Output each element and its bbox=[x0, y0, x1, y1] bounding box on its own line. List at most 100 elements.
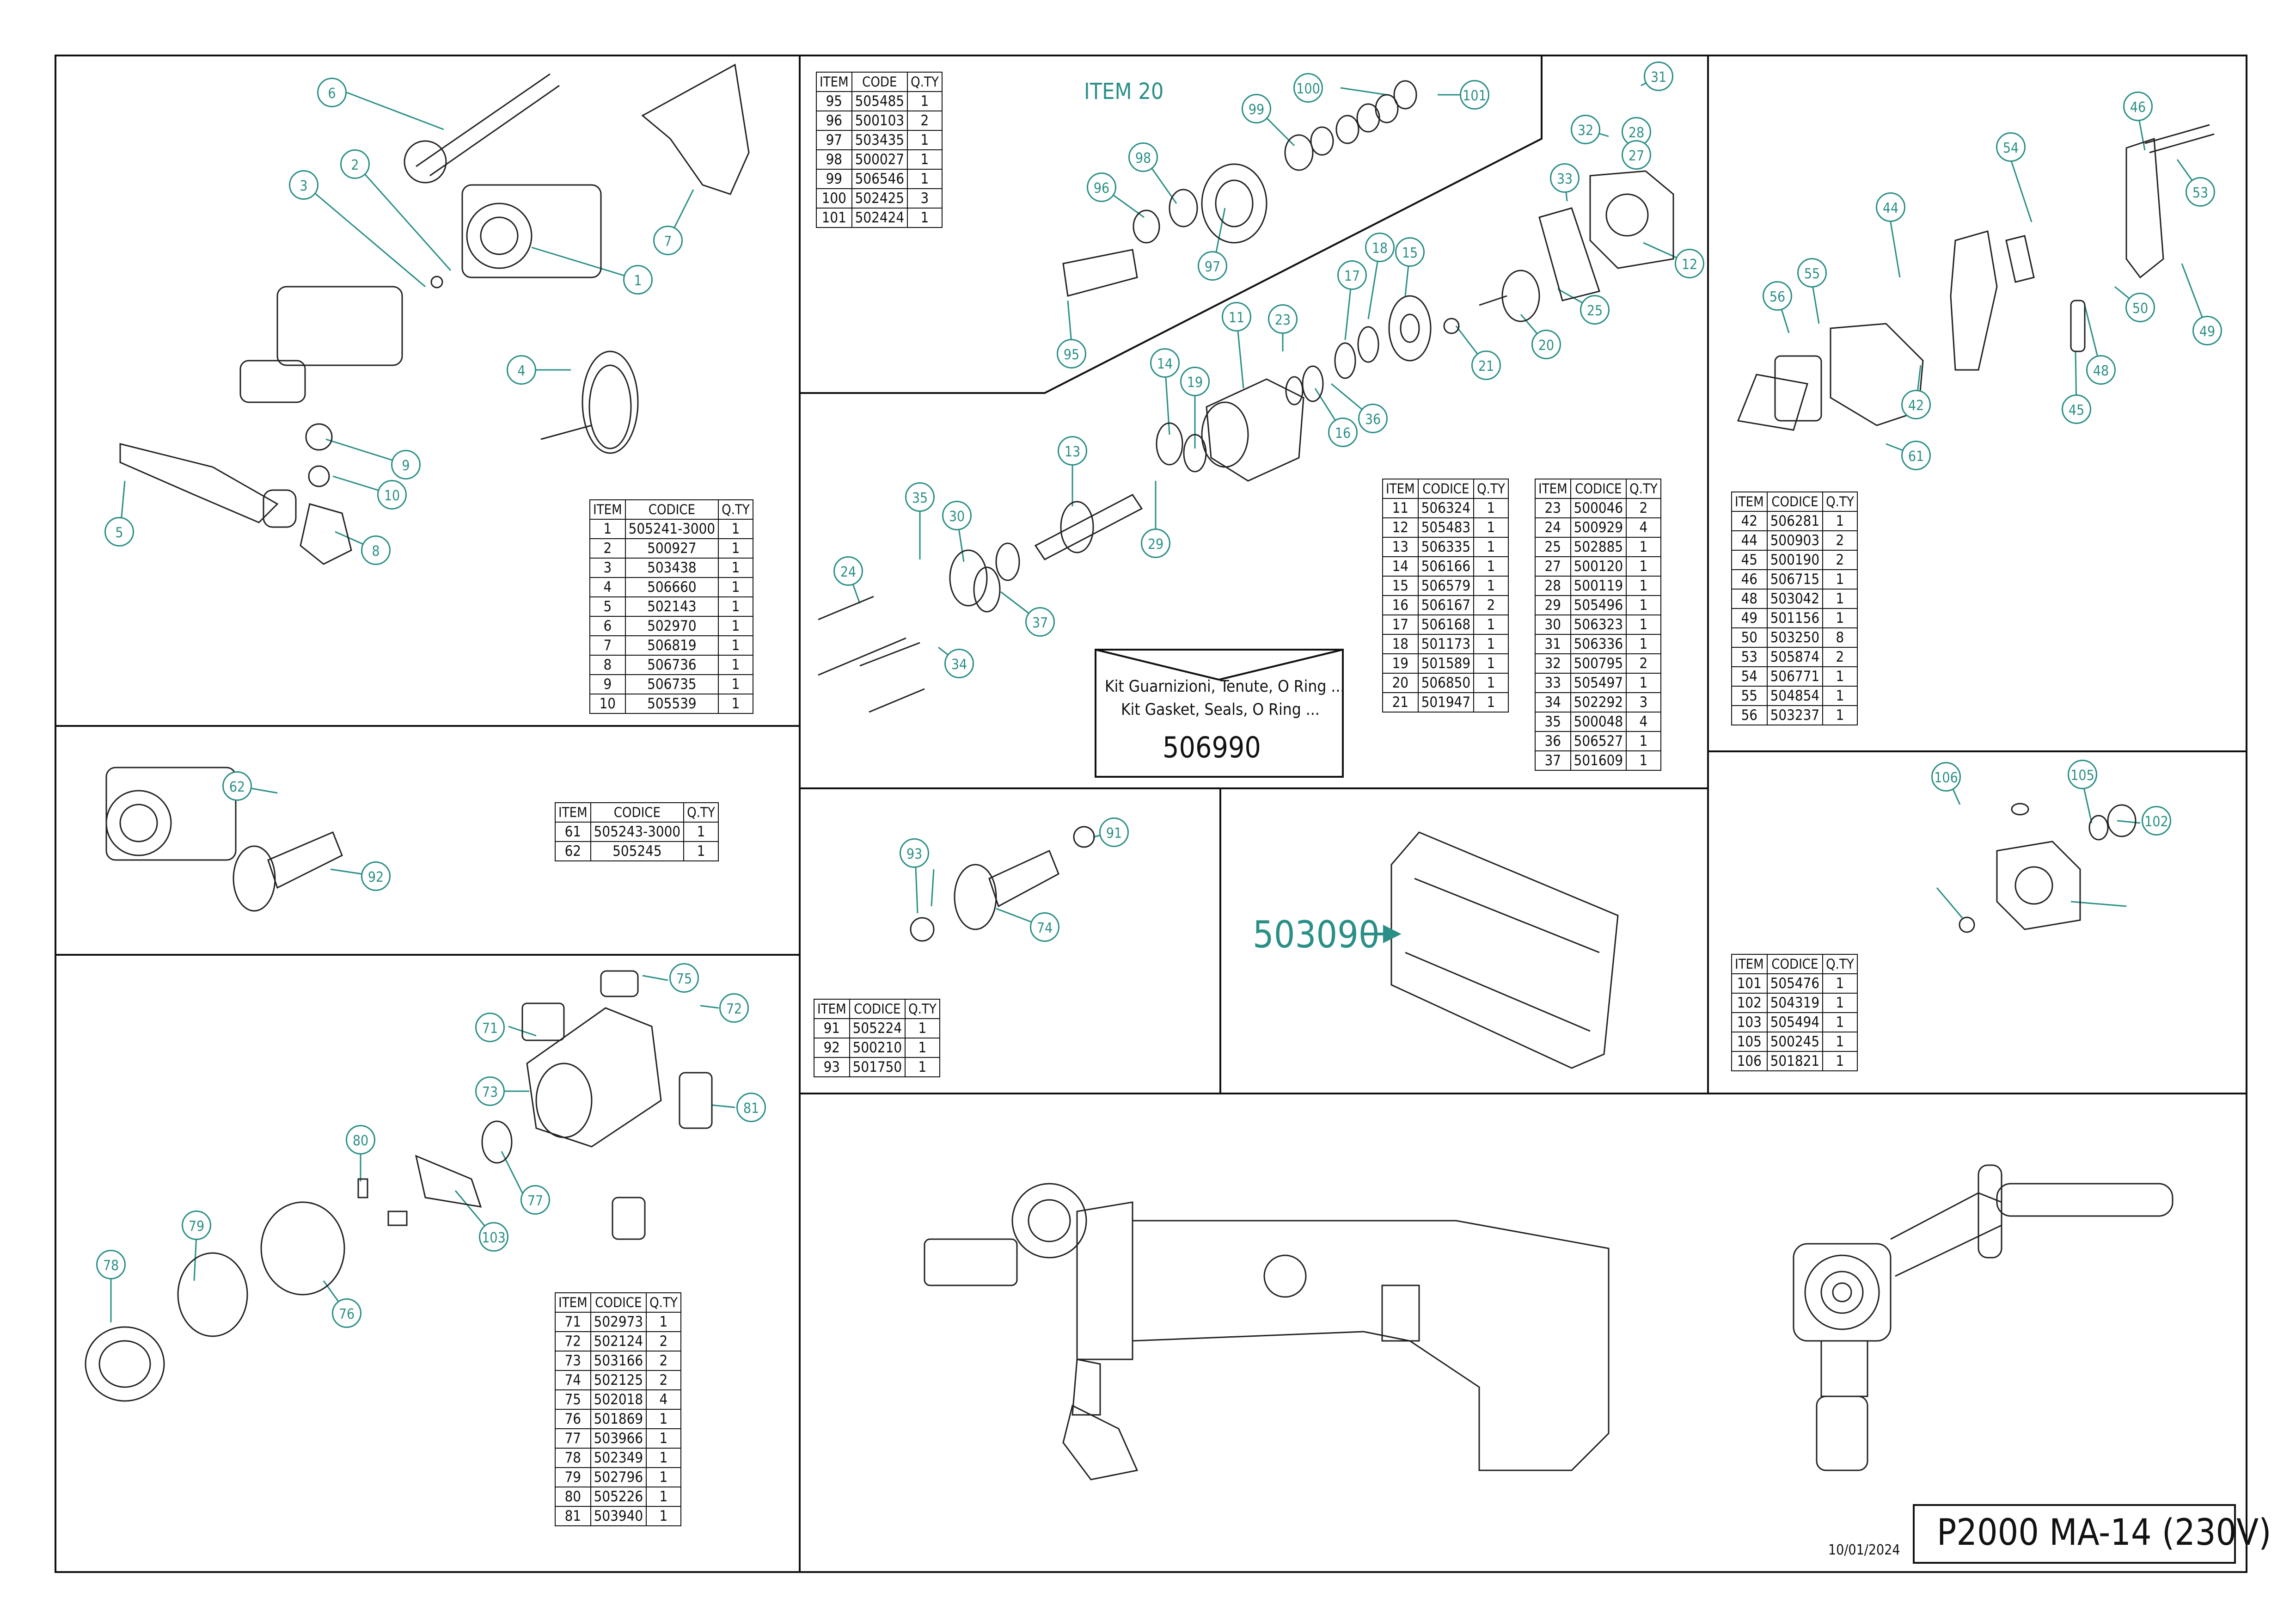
table-cell: 99 bbox=[816, 169, 852, 189]
table-cell: 503042 bbox=[1766, 589, 1824, 609]
callout-item-44: 44 bbox=[1876, 192, 1905, 222]
table-cell: 502349 bbox=[590, 1448, 647, 1468]
table-cell: 1 bbox=[905, 1057, 940, 1077]
table-cell: 500245 bbox=[1766, 1032, 1824, 1052]
callout-item-28: 28 bbox=[1622, 117, 1651, 147]
table-cell: 4 bbox=[1626, 712, 1661, 732]
callout-item-29: 29 bbox=[1141, 528, 1170, 558]
table-cell: 1 bbox=[1822, 1012, 1858, 1032]
table-cell: 1 bbox=[1822, 666, 1858, 687]
table-cell: 502018 bbox=[590, 1389, 647, 1410]
column-header: CODICE bbox=[1417, 479, 1475, 499]
callout-item-17: 17 bbox=[1337, 260, 1367, 290]
table-cell: 95 bbox=[816, 91, 852, 111]
table-cell: 21 bbox=[1382, 692, 1419, 713]
table-cell: 503438 bbox=[625, 558, 719, 578]
table-cell: 1 bbox=[646, 1448, 681, 1468]
table-cell: 101 bbox=[1731, 973, 1768, 994]
table-cell: 36 bbox=[1535, 731, 1571, 751]
callout-item-14: 14 bbox=[1150, 348, 1180, 378]
table-cell: 503966 bbox=[590, 1428, 647, 1449]
column-header: Q.TY bbox=[646, 1292, 681, 1313]
table-cell: 500027 bbox=[851, 149, 908, 170]
table-cell: 503435 bbox=[851, 130, 908, 150]
table-cell: 4 bbox=[646, 1389, 681, 1410]
table-cell: 1 bbox=[646, 1428, 681, 1449]
callout-item-2: 2 bbox=[340, 149, 370, 179]
table-cell: 2 bbox=[1626, 653, 1661, 674]
callout-item-3: 3 bbox=[289, 170, 318, 200]
table-cell: 27 bbox=[1535, 556, 1571, 577]
table-cell: 50 bbox=[1731, 627, 1768, 648]
table-cell: 1 bbox=[907, 149, 943, 170]
callout-item-95: 95 bbox=[1057, 339, 1086, 369]
item20-frame bbox=[800, 55, 1543, 394]
callout-item-79: 79 bbox=[182, 1210, 211, 1240]
table-cell: 61 bbox=[555, 822, 591, 842]
table-cell: 505224 bbox=[849, 1018, 906, 1038]
column-header: Q.TY bbox=[683, 802, 719, 823]
callout-item-4: 4 bbox=[507, 355, 536, 385]
table-cell: 53 bbox=[1731, 647, 1768, 667]
column-header: ITEM bbox=[816, 72, 852, 92]
callout-item-10: 10 bbox=[377, 480, 407, 510]
table-cell: 2 bbox=[1822, 550, 1858, 570]
table-cell: 505874 bbox=[1766, 647, 1824, 667]
callout-item-23: 23 bbox=[1268, 304, 1298, 334]
table-cell: 506324 bbox=[1417, 498, 1475, 518]
table-cell: 1 bbox=[905, 1018, 940, 1038]
callout-item-25: 25 bbox=[1580, 295, 1610, 325]
callout-item-55: 55 bbox=[1797, 258, 1827, 288]
table-cell: 502425 bbox=[851, 188, 908, 209]
table-cell: 1 bbox=[589, 519, 626, 539]
table-cell: 80 bbox=[555, 1487, 591, 1507]
table-cell: 1 bbox=[1626, 673, 1661, 693]
table-cell: 1 bbox=[683, 822, 719, 842]
callout-item-105: 105 bbox=[2068, 760, 2097, 789]
table-cell: 1 bbox=[1473, 576, 1509, 596]
column-header: ITEM bbox=[1731, 492, 1768, 512]
table-cell: 1 bbox=[1822, 993, 1858, 1013]
table-cell: 2 bbox=[1626, 498, 1661, 518]
sheet-frame bbox=[55, 55, 2247, 1573]
drawing-title: P2000 MA-14 (230V) bbox=[1937, 1512, 2272, 1554]
column-header: CODICE bbox=[1766, 492, 1824, 512]
table-cell: 1 bbox=[1626, 595, 1661, 615]
table-cell: 8 bbox=[1822, 627, 1858, 648]
table-cell: 502124 bbox=[590, 1331, 647, 1352]
table-cell: 500927 bbox=[625, 538, 719, 559]
callout-item-7: 7 bbox=[653, 226, 683, 255]
table-cell: 17 bbox=[1382, 614, 1419, 635]
table-cell: 46 bbox=[1731, 569, 1768, 590]
table-cell: 505485 bbox=[851, 91, 908, 111]
table-cell: 505496 bbox=[1570, 595, 1627, 615]
table-cell: 1 bbox=[718, 616, 753, 636]
table-cell: 77 bbox=[555, 1428, 591, 1449]
column-header: ITEM bbox=[1535, 479, 1571, 499]
callout-item-34: 34 bbox=[944, 649, 974, 678]
table-cell: 73 bbox=[555, 1351, 591, 1371]
column-header: CODICE bbox=[1570, 479, 1627, 499]
